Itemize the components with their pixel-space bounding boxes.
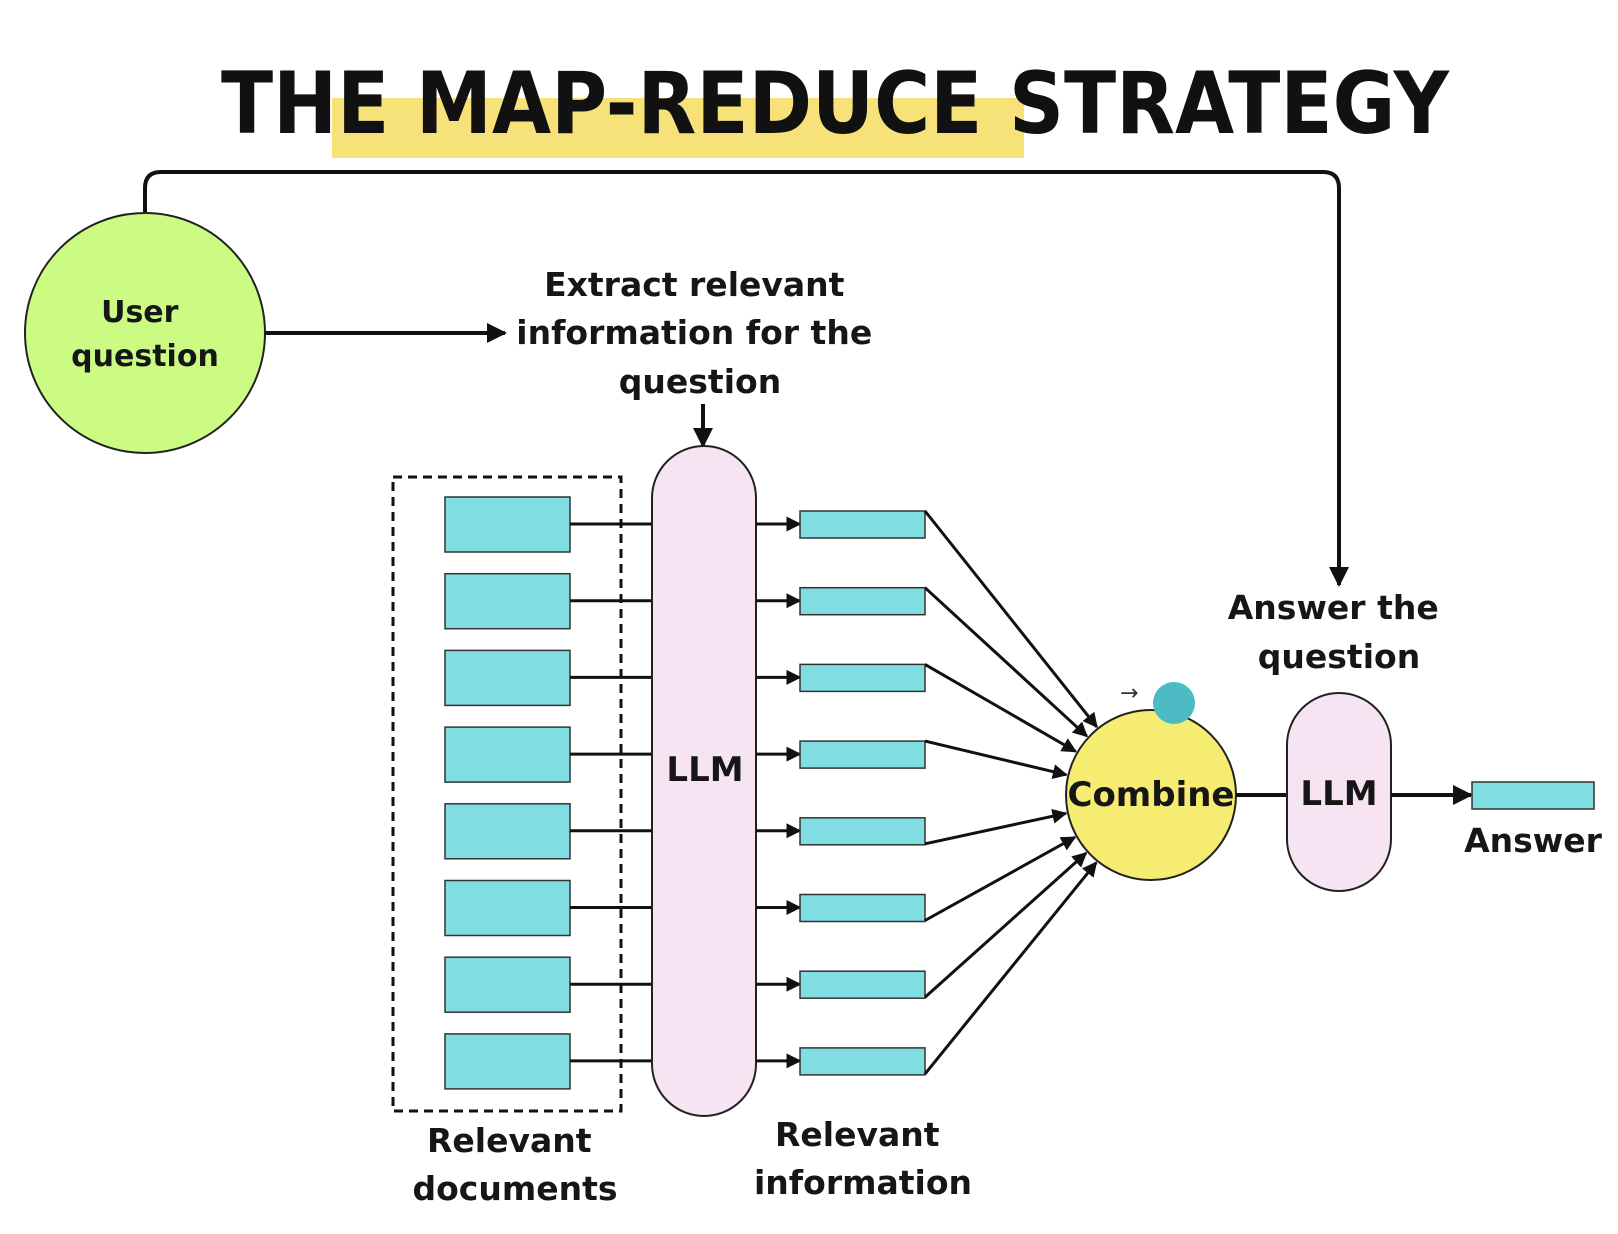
relevant-documents-label: Relevant bbox=[427, 1121, 592, 1160]
svg-text:Relevant documents: Relevant documents bbox=[412, 1121, 617, 1208]
document-block bbox=[444, 572, 571, 630]
information-block bbox=[799, 1047, 926, 1076]
relevant-information-label: information bbox=[754, 1163, 972, 1202]
combine-arrow bbox=[923, 851, 1088, 999]
cursor-arrow-icon: → bbox=[1120, 681, 1138, 706]
combine-arrow bbox=[924, 835, 1077, 922]
document-block bbox=[444, 496, 571, 553]
information-block bbox=[799, 510, 926, 539]
relevant-documents-label: documents bbox=[412, 1169, 617, 1208]
document-block bbox=[444, 726, 571, 783]
reduce-llm-label: LLM bbox=[1300, 774, 1377, 814]
document-block bbox=[444, 649, 571, 707]
svg-text:Extract relevant informati: Extract relevant information for the que… bbox=[516, 265, 883, 401]
llm-to-information-arrows bbox=[756, 516, 802, 1069]
combine-arrow bbox=[924, 808, 1068, 846]
combine-arrow bbox=[923, 861, 1098, 1075]
document-blocks bbox=[444, 496, 571, 1090]
document-block bbox=[444, 879, 571, 937]
page-title: THE MAP-REDUCE STRATEGY bbox=[221, 54, 1451, 154]
information-to-combine-arrows bbox=[923, 510, 1099, 1075]
information-block bbox=[799, 663, 926, 693]
relevant-information-label: Relevant bbox=[775, 1115, 940, 1154]
information-block bbox=[799, 586, 926, 616]
answer-step-label: Answer the bbox=[1228, 588, 1439, 627]
combine-label: Combine bbox=[1068, 775, 1235, 815]
user-question-label: User bbox=[101, 295, 179, 330]
extract-step-label: question bbox=[619, 362, 781, 401]
question-feedback-connector bbox=[143, 170, 1349, 587]
svg-text:Answer the question: Answer the question bbox=[1228, 588, 1450, 676]
map-llm-node bbox=[651, 445, 757, 1117]
document-block bbox=[444, 1033, 571, 1090]
map-llm-label: LLM bbox=[666, 750, 743, 790]
extract-step-label: information for the bbox=[516, 313, 872, 352]
svg-text:User question: User question bbox=[71, 295, 219, 374]
answer-block bbox=[1471, 781, 1595, 810]
combine-arrow bbox=[924, 663, 1077, 753]
information-blocks bbox=[799, 510, 926, 1076]
combine-arrow bbox=[923, 510, 1099, 729]
extract-step-label: Extract relevant bbox=[544, 265, 845, 304]
document-block bbox=[444, 803, 571, 860]
answer-step-label: question bbox=[1258, 637, 1420, 676]
information-block bbox=[799, 893, 926, 923]
user-question-label: question bbox=[71, 339, 219, 374]
relevant-documents-group bbox=[391, 475, 623, 1113]
user-question-node bbox=[24, 212, 266, 454]
title-highlight bbox=[332, 98, 1024, 158]
information-block bbox=[799, 817, 926, 846]
document-block bbox=[444, 956, 571, 1013]
cursor-dot bbox=[1153, 682, 1195, 724]
document-to-llm-connectors bbox=[570, 522, 652, 1063]
reduce-llm-node bbox=[1286, 692, 1392, 892]
combine-arrow bbox=[924, 739, 1068, 779]
information-block bbox=[799, 970, 926, 999]
svg-text:Relevant information: Relevant information bbox=[754, 1115, 972, 1202]
combine-arrow bbox=[923, 586, 1088, 738]
answer-label: Answer bbox=[1464, 821, 1603, 860]
information-block bbox=[799, 740, 926, 769]
